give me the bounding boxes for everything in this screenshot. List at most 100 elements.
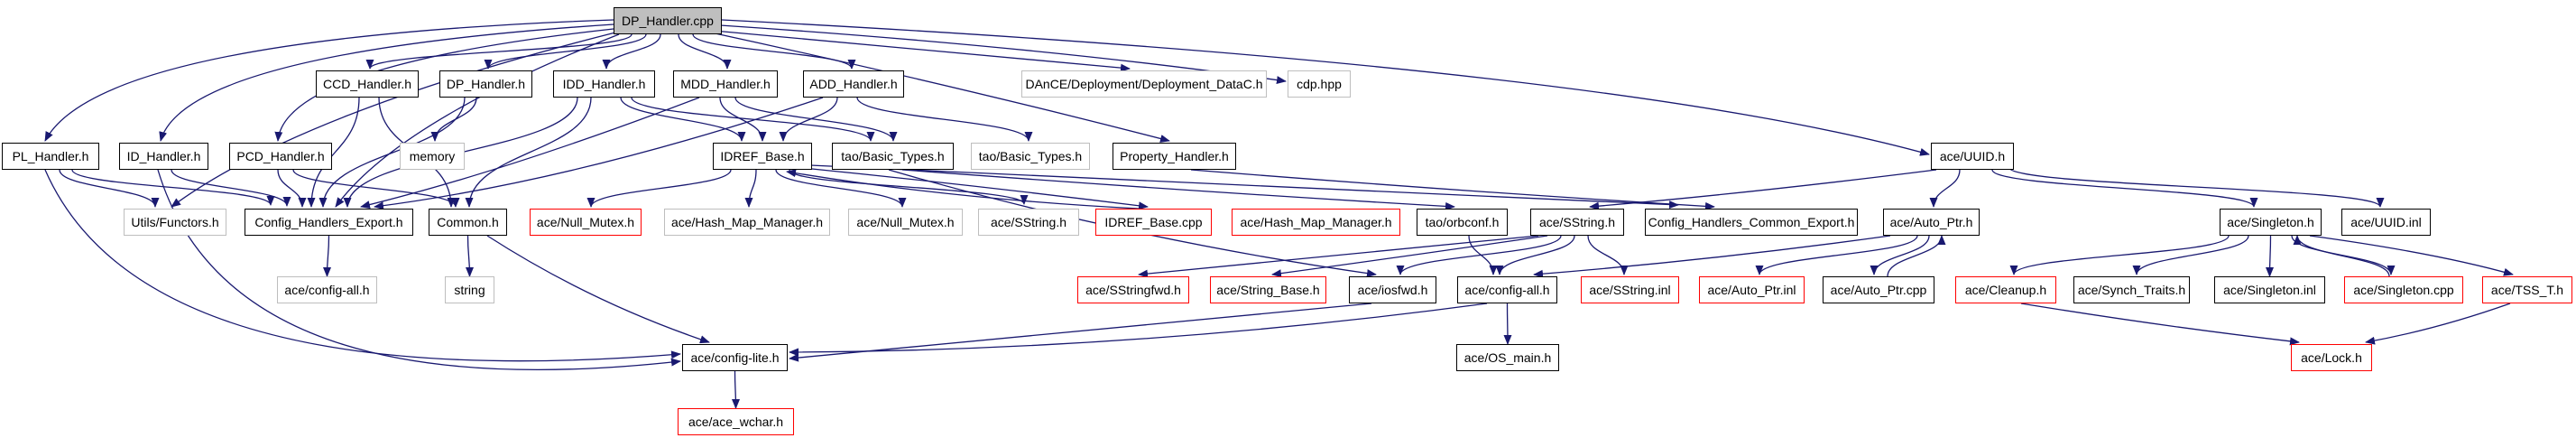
edge-uuid-autoptr xyxy=(1929,169,1961,208)
edge-idref-nullmutex_r xyxy=(586,169,732,208)
graph-node-sstring_g: ace/SString.h xyxy=(978,209,1079,236)
edge-idref-commonexport xyxy=(809,164,1679,210)
edge-pl-configlite xyxy=(44,169,681,362)
edge-idref-sstring_g xyxy=(789,169,1029,205)
graph-node-commonexport[interactable]: Config_Handlers_Common_Export.h xyxy=(1645,209,1858,236)
graph-node-mdd[interactable]: MDD_Handler.h xyxy=(673,70,778,98)
edge-iosfwd-configlite xyxy=(789,303,1372,362)
graph-node-nullmutex_g: ace/Null_Mutex.h xyxy=(848,209,963,236)
graph-node-idd[interactable]: IDD_Handler.h xyxy=(553,70,655,98)
graph-node-idh[interactable]: ID_Handler.h xyxy=(119,143,208,170)
edge-idd-basic1 xyxy=(631,97,875,142)
graph-node-configall_b[interactable]: ace/config-all.h xyxy=(1457,276,1557,303)
graph-node-lock[interactable]: ace/Lock.h xyxy=(2291,344,2372,371)
edge-pcd-export xyxy=(277,169,307,208)
graph-node-orbconf[interactable]: tao/orbconf.h xyxy=(1417,209,1508,236)
edge-cleanup-lock xyxy=(2020,303,2300,346)
graph-node-hashmap_r[interactable]: ace/Hash_Map_Manager.h xyxy=(1232,209,1400,236)
graph-node-autoptr[interactable]: ace/Auto_Ptr.h xyxy=(1883,209,1980,236)
edge-common-configlite xyxy=(486,235,710,344)
graph-node-singleton[interactable]: ace/Singleton.h xyxy=(2220,209,2322,236)
edge-autoptr-configall_b xyxy=(1533,235,1891,278)
edge-dp_cpp-idd xyxy=(602,33,661,70)
graph-node-configlite[interactable]: ace/config-lite.h xyxy=(682,344,788,371)
graph-node-synchtraits[interactable]: ace/Synch_Traits.h xyxy=(2073,276,2190,303)
edge-singletoncpp-singleton xyxy=(2293,235,2390,277)
edge-idd-common xyxy=(465,97,592,208)
graph-node-configall_g: ace/config-all.h xyxy=(277,276,377,303)
edge-orbconf-configall_b xyxy=(1468,235,1498,275)
edge-dp_cpp-functors xyxy=(171,32,616,208)
graph-node-dance: DAnCE/Deployment/Deployment_DataC.h xyxy=(1021,70,1267,98)
graph-node-cleanup[interactable]: ace/Cleanup.h xyxy=(1955,276,2056,303)
edge-uuid-uuidinl xyxy=(2008,166,2385,208)
graph-node-prop[interactable]: Property_Handler.h xyxy=(1113,143,1236,170)
graph-node-pcd[interactable]: PCD_Handler.h xyxy=(229,143,332,170)
graph-node-autoptrinl[interactable]: ace/Auto_Ptr.inl xyxy=(1699,276,1805,303)
edge-singleton-singletoninl xyxy=(2266,235,2275,277)
graph-node-sstringfwd[interactable]: ace/SStringfwd.h xyxy=(1077,276,1189,303)
edge-mdd-idref xyxy=(719,97,767,142)
edge-dp_cpp-export xyxy=(335,33,620,208)
graph-node-singletoncpp[interactable]: ace/Singleton.cpp xyxy=(2344,276,2463,303)
edge-sstring_b-sstringinl xyxy=(1587,235,1629,275)
edge-configlite-wchar xyxy=(731,370,740,409)
graph-node-uuidinl[interactable]: ace/UUID.inl xyxy=(2341,209,2431,236)
graph-node-ccd[interactable]: CCD_Handler.h xyxy=(316,70,419,98)
edge-idref-hashmap_g xyxy=(744,169,757,208)
edge-common-stdstring xyxy=(465,235,474,277)
graph-node-sstringinl[interactable]: ace/SString.inl xyxy=(1581,276,1679,303)
edge-prop-commonexport xyxy=(1190,169,1715,210)
edge-singleton-cleanup xyxy=(2009,235,2230,275)
graph-node-uuid[interactable]: ace/UUID.h xyxy=(1931,143,2014,170)
graph-node-add[interactable]: ADD_Handler.h xyxy=(803,70,904,98)
edge-sstring_b-configall_b xyxy=(1495,235,1575,275)
edge-add-export xyxy=(374,97,824,210)
edge-sstring_b-stringbase xyxy=(1271,235,1548,278)
graph-node-singletoninl[interactable]: ace/Singleton.inl xyxy=(2214,276,2325,303)
edge-dp_cpp-idh xyxy=(159,23,614,142)
edge-idref-nullmutex_g xyxy=(775,169,907,208)
graph-node-tss[interactable]: ace/TSS_T.h xyxy=(2482,276,2572,303)
graph-node-export[interactable]: Config_Handlers_Export.h xyxy=(245,209,413,236)
edge-pl-export xyxy=(71,169,275,206)
edge-dp_cpp-mdd xyxy=(678,33,732,70)
graph-node-basic2: tao/Basic_Types.h xyxy=(971,143,1090,170)
edge-mdd-basic1 xyxy=(734,97,898,142)
graph-node-dph[interactable]: DP_Handler.h xyxy=(439,70,532,98)
edge-autoptrcpp-autoptr xyxy=(1887,235,1946,277)
edge-idh-export xyxy=(171,169,291,207)
graph-node-nullmutex_r[interactable]: ace/Null_Mutex.h xyxy=(530,209,642,236)
edge-dp_cpp-dph xyxy=(484,33,647,70)
edge-idd-idref xyxy=(620,97,746,142)
graph-node-common[interactable]: Common.h xyxy=(429,209,507,236)
graph-node-sstring_b[interactable]: ace/SString.h xyxy=(1530,209,1624,236)
edge-idrefcpp-idref xyxy=(786,169,1140,210)
graph-node-osmain[interactable]: ace/OS_main.h xyxy=(1456,344,1559,371)
graph-node-stringbase[interactable]: ace/String_Base.h xyxy=(1210,276,1326,303)
graph-node-autoptrcpp[interactable]: ace/Auto_Ptr.cpp xyxy=(1823,276,1934,303)
edge-dp_cpp-uuid xyxy=(721,19,1930,156)
graph-node-idref[interactable]: IDREF_Base.h xyxy=(713,143,812,170)
graph-node-idrefcpp[interactable]: IDREF_Base.cpp xyxy=(1095,209,1212,236)
edge-dp_cpp-prop xyxy=(710,32,1170,143)
edge-pcd-common xyxy=(292,169,460,208)
edge-add-basic2 xyxy=(856,97,1033,142)
edge-configall_b-configlite xyxy=(789,303,1488,357)
edge-dph-export xyxy=(319,97,466,208)
graph-node-pl[interactable]: PL_Handler.h xyxy=(2,143,99,170)
edge-mdd-export xyxy=(360,97,700,210)
edge-autoptr-autoptrinl xyxy=(1755,235,1918,275)
graph-node-iosfwd[interactable]: ace/iosfwd.h xyxy=(1349,276,1436,303)
graph-node-wchar[interactable]: ace/ace_wchar.h xyxy=(678,408,794,435)
edge-dp_cpp-pl xyxy=(44,19,614,142)
edge-export-configall_g xyxy=(323,235,332,277)
graph-node-hashmap_g: ace/Hash_Map_Manager.h xyxy=(664,209,830,236)
edge-idref-idrefcpp xyxy=(802,167,1149,210)
edge-dp_cpp-ccd xyxy=(365,33,632,70)
edge-tss-lock xyxy=(2365,303,2511,345)
edge-autoptr-autoptrcpp xyxy=(1870,235,1930,275)
edge-configall_b-osmain xyxy=(1503,303,1512,345)
graph-node-basic1[interactable]: tao/Basic_Types.h xyxy=(832,143,954,170)
